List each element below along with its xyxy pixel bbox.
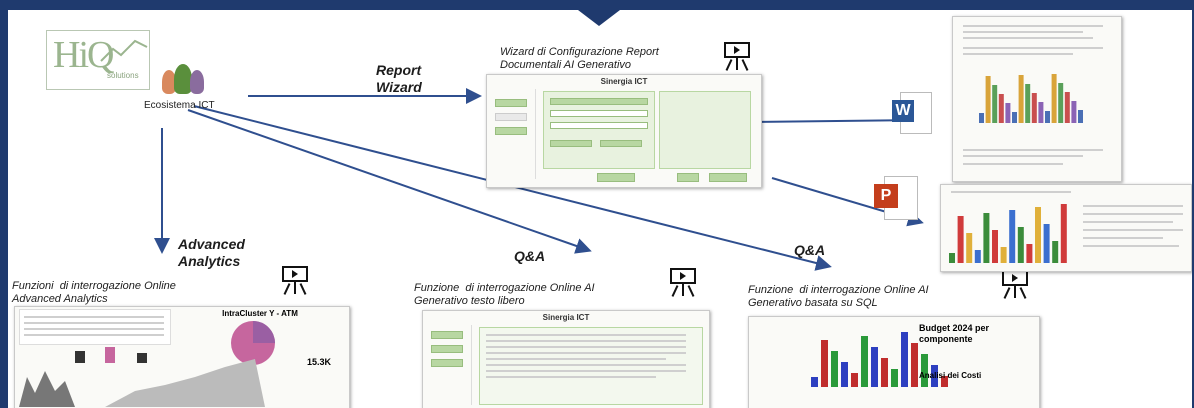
thumbnail-bar — [1012, 112, 1017, 123]
wizard-button[interactable] — [677, 173, 699, 182]
thumbnail-bar — [931, 365, 938, 387]
free-text-preview: Sinergia ICT — [422, 310, 710, 408]
thumbnail-bar — [811, 377, 818, 387]
analytics-dashboard-preview: IntraCluster Y - ATM 15.3K — [14, 306, 350, 408]
thumbnail-bar — [851, 373, 858, 387]
arrow-to-free-text — [187, 109, 592, 254]
sql-bar-chart — [811, 332, 948, 387]
wizard-button[interactable] — [597, 173, 635, 182]
thumbnail-bar — [1038, 102, 1044, 123]
sql-preview: Budget 2024 per componente Analisi dei C… — [748, 316, 1040, 408]
wizard-caption: Wizard di Configurazione Report Document… — [500, 46, 659, 71]
thumbnail-bar — [1058, 83, 1064, 123]
thumbnail-bar — [1051, 74, 1057, 123]
free-text-answer — [479, 327, 703, 405]
free-text-screen-title: Sinergia ICT — [542, 313, 590, 322]
word-icon: W — [892, 92, 932, 136]
report-bar-chart — [979, 74, 1083, 123]
people-icon — [160, 62, 206, 96]
thumbnail-bar — [831, 351, 838, 387]
thumbnail-bar — [1035, 207, 1041, 263]
report-wizard-label: Report Wizard — [376, 62, 422, 95]
thumbnail-bar — [921, 354, 928, 387]
logo-chart-icon — [100, 39, 148, 62]
thumbnail-bar — [1005, 103, 1011, 123]
word-report-preview — [952, 16, 1122, 182]
wizard-form — [543, 91, 655, 169]
thumbnail-bar — [974, 250, 981, 263]
thumbnail-bar — [891, 369, 898, 387]
frame-top-notch — [586, 0, 612, 12]
thumbnail-bar — [966, 233, 973, 263]
analytics-caption: Funzioni di interrogazione Online Advanc… — [12, 280, 176, 305]
slide-bar-chart — [949, 204, 1067, 263]
wizard-screenshot: Sinergia ICT — [486, 74, 762, 188]
wizard-button[interactable] — [709, 173, 747, 182]
logo-subtext: solutions — [107, 71, 139, 80]
ppt-slide-preview — [940, 184, 1192, 272]
thumbnail-bar — [1060, 204, 1067, 263]
free-text-sidebar — [427, 325, 472, 405]
thumbnail-bar — [983, 213, 990, 263]
thumbnail-bar — [941, 376, 948, 387]
thumbnail-bar — [901, 332, 908, 387]
diagram-canvas: HiQ solutions Ecosistema ICT Report Wiza… — [8, 10, 1192, 408]
thumbnail-bar — [1031, 93, 1037, 123]
presentation-icon — [668, 266, 698, 297]
dashboard-title: IntraCluster Y - ATM — [222, 309, 298, 318]
thumbnail-bar — [1017, 227, 1024, 263]
thumbnail-bar — [992, 85, 998, 123]
wizard-options — [659, 91, 751, 169]
sql-subheading: Analisi dei Costi — [919, 371, 982, 380]
presentation-icon — [722, 40, 752, 71]
sql-caption: Funzione di interrogazione Online AI Gen… — [748, 284, 929, 309]
sql-heading: Budget 2024 per componente — [919, 323, 990, 344]
thumbnail-bar — [979, 113, 984, 123]
thumbnail-bar — [1026, 244, 1033, 263]
hub-label: Ecosistema ICT — [144, 100, 215, 111]
thumbnail-bar — [1043, 224, 1050, 263]
thumbnail-bar — [1000, 247, 1007, 263]
thumbnail-bar — [1078, 110, 1083, 123]
wizard-screen-title: Sinergia ICT — [600, 77, 648, 86]
thumbnail-bar — [1025, 84, 1031, 123]
thumbnail-bar — [1045, 111, 1050, 123]
qa-left-label: Q&A — [514, 248, 546, 264]
thumbnail-bar — [911, 343, 918, 387]
thumbnail-bar — [821, 340, 828, 387]
frame-left-edge — [0, 0, 10, 408]
hiq-logo: HiQ solutions — [46, 30, 150, 90]
dashboard-kpi: 15.3K — [307, 357, 332, 367]
thumbnail-bar — [1009, 210, 1016, 263]
thumbnail-bar — [1018, 75, 1024, 123]
dashboard-charts — [19, 321, 275, 407]
thumbnail-bar — [1052, 241, 1059, 263]
top-arrow-icon — [578, 10, 620, 26]
presentation-icon — [280, 264, 310, 295]
thumbnail-bar — [871, 347, 878, 387]
thumbnail-bar — [1071, 101, 1077, 123]
thumbnail-bar — [998, 94, 1004, 123]
wizard-sidebar — [491, 89, 536, 179]
free-text-caption: Funzione di interrogazione Online AI Gen… — [414, 282, 595, 307]
thumbnail-bar — [841, 362, 848, 387]
presentation-icon — [1000, 268, 1030, 299]
logo-text: HiQ — [53, 34, 114, 76]
qa-right-label: Q&A — [794, 242, 826, 258]
advanced-analytics-label: Advanced Analytics — [178, 236, 245, 269]
thumbnail-bar — [957, 216, 964, 263]
thumbnail-bar — [1064, 92, 1070, 123]
thumbnail-bar — [985, 76, 991, 123]
thumbnail-bar — [881, 358, 888, 387]
thumbnail-bar — [949, 253, 955, 263]
thumbnail-bar — [992, 230, 998, 263]
powerpoint-icon: P — [874, 176, 918, 220]
thumbnail-bar — [861, 336, 868, 387]
dashboard-table — [19, 309, 171, 345]
